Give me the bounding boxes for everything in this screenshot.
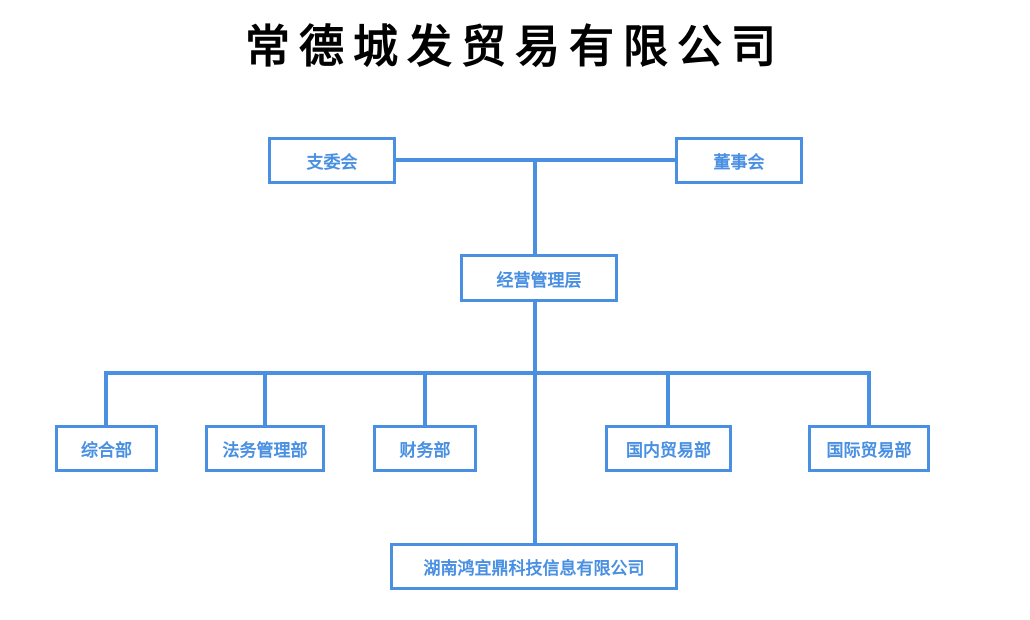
connector-trunk-upper xyxy=(533,160,537,254)
org-node-management-level: 经营管理层 xyxy=(460,254,618,302)
org-node-label: 财务部 xyxy=(399,441,451,460)
org-node-label: 国内贸易部 xyxy=(626,441,711,460)
connector-drop-finance-dept xyxy=(423,373,427,425)
org-node-label: 湖南鸿宜鼎科技信息有限公司 xyxy=(423,559,645,578)
connector-trunk-lower xyxy=(533,302,537,543)
org-node-subsidiary-company: 湖南鸿宜鼎科技信息有限公司 xyxy=(390,543,678,590)
org-node-board-of-directors: 董事会 xyxy=(675,137,803,184)
org-node-label: 经营管理层 xyxy=(496,270,582,290)
org-node-label: 董事会 xyxy=(713,153,765,172)
connector-drop-general-dept xyxy=(104,373,108,425)
org-node-label: 法务管理部 xyxy=(222,441,308,460)
org-node-international-trade-department: 国际贸易部 xyxy=(808,425,930,472)
org-node-general-department: 综合部 xyxy=(55,425,158,472)
org-node-domestic-trade-department: 国内贸易部 xyxy=(605,425,732,472)
connector-drop-international-trade xyxy=(867,373,871,425)
org-node-label: 综合部 xyxy=(81,441,132,460)
org-node-legal-management-department: 法务管理部 xyxy=(205,425,325,472)
org-node-label: 支委会 xyxy=(306,153,358,172)
page-title: 常德城发贸易有限公司 xyxy=(244,22,785,72)
connector-drop-domestic-trade xyxy=(666,373,670,425)
org-node-finance-department: 财务部 xyxy=(373,425,477,472)
connector-departments-horizontal xyxy=(104,371,871,375)
org-node-party-branch-committee: 支委会 xyxy=(268,137,396,184)
org-node-label: 国际贸易部 xyxy=(826,441,912,460)
connector-drop-legal-dept xyxy=(263,373,267,425)
